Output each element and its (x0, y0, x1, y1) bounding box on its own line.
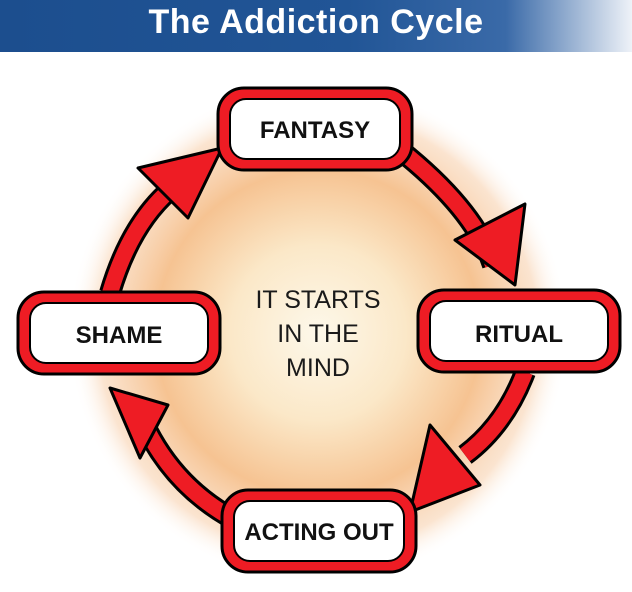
node-label-shame: SHAME (76, 322, 163, 349)
addiction-cycle-diagram: FANTASY RITUAL ACTING OUT SHAME IT START… (16, 83, 622, 583)
cycle-arrows (99, 141, 536, 530)
arrow-shame-to-fantasy (99, 146, 224, 297)
center-text-line-2: IN THE (277, 320, 359, 348)
node-label-acting-out: ACTING OUT (244, 519, 394, 546)
title-bar: The Addiction Cycle (0, 0, 632, 52)
node-fantasy: FANTASY (216, 86, 414, 172)
center-text: IT STARTS IN THE MIND (255, 286, 380, 382)
node-ritual: RITUAL (416, 288, 622, 374)
arrow-acting-out-to-shame (108, 386, 241, 530)
center-text-line-1: IT STARTS (255, 286, 380, 314)
node-label-fantasy: FANTASY (260, 117, 370, 144)
arrow-fantasy-to-ritual (393, 141, 527, 287)
node-shame: SHAME (16, 290, 222, 376)
page-title: The Addiction Cycle (148, 3, 484, 41)
center-text-line-3: MIND (286, 354, 350, 382)
node-acting-out: ACTING OUT (220, 488, 418, 574)
node-label-ritual: RITUAL (475, 321, 563, 348)
arrow-ritual-to-acting-out (408, 367, 536, 514)
